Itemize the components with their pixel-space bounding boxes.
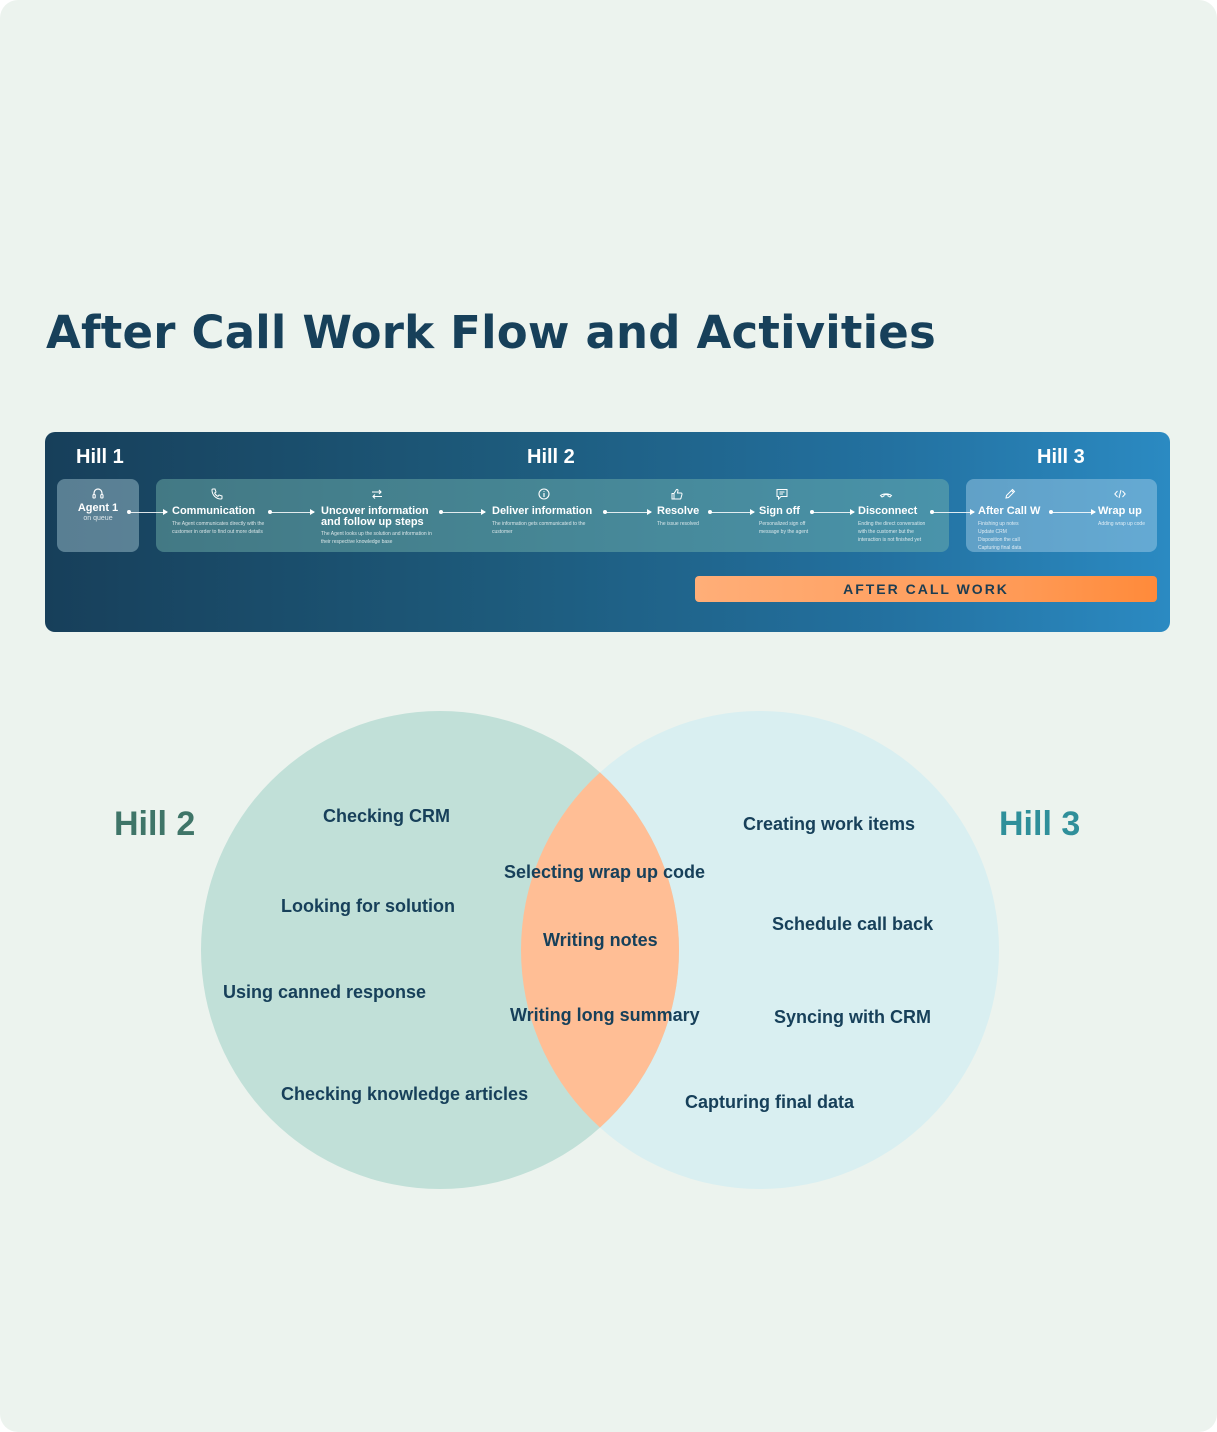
- flow-arrow: [603, 509, 652, 515]
- step-title: Wrap up: [1098, 505, 1142, 517]
- banner-hill-3-label: Hill 3: [1037, 446, 1085, 468]
- overlap-item: Writing long summary: [510, 1005, 700, 1025]
- step-title: Sign off: [759, 505, 800, 517]
- flow-arrow: [268, 509, 315, 515]
- step-desc: Personalized sign off message by the age…: [759, 521, 809, 535]
- flow-banner: Hill 1 Hill 2 Hill 3 Agent 1 on queue Co…: [45, 432, 1170, 632]
- flow-arrow: [930, 509, 975, 515]
- venn-hill-3-label: Hill 3: [999, 805, 1081, 843]
- flow-arrow: [439, 509, 486, 515]
- flow-arrow: [810, 509, 855, 515]
- step-desc: Ending the direct conversation with the …: [858, 521, 926, 543]
- step-agent: Agent 1 on queue: [75, 487, 121, 523]
- swap-icon: [370, 487, 384, 501]
- step-disconnect: Disconnect Ending the direct conversatio…: [858, 487, 926, 544]
- step-resolve: Resolve The issue resolved: [657, 487, 707, 528]
- overlap-region: [521, 711, 679, 1189]
- after-call-work-bar: AFTER CALL WORK: [695, 576, 1157, 602]
- flow-arrow: [708, 509, 755, 515]
- step-desc: The issue resolved: [657, 521, 699, 527]
- hill-3-item: Schedule call back: [772, 914, 934, 934]
- thumbs-up-icon: [670, 487, 684, 501]
- banner-hill-2-label: Hill 2: [527, 446, 575, 468]
- hill-2-group: [156, 479, 949, 552]
- phone-icon: [210, 487, 224, 501]
- step-title: Communication: [172, 505, 256, 517]
- step-desc: The Agent looks up the solution and info…: [321, 531, 432, 545]
- step-title: Disconnect: [858, 505, 918, 517]
- step-wrap-up: Wrap up Adding wrap up code: [1098, 487, 1153, 528]
- step-deliver-information: Deliver information The information gets…: [492, 487, 592, 536]
- info-icon: [537, 487, 551, 501]
- hill-2-item: Checking knowledge articles: [281, 1084, 529, 1104]
- step-title: Agent 1: [77, 502, 119, 514]
- step-desc: Finishing up notes Update CRM Dispositio…: [978, 521, 1022, 551]
- pencil-icon: [1003, 487, 1017, 501]
- step-desc: Adding wrap up code: [1098, 521, 1145, 527]
- hill-3-item: Creating work items: [743, 814, 916, 834]
- hill-3-item: Syncing with CRM: [774, 1007, 931, 1027]
- hill-1-group: [57, 479, 139, 552]
- flow-arrow: [1049, 509, 1096, 515]
- step-title: After Call W: [978, 505, 1041, 517]
- code-icon: [1113, 487, 1127, 501]
- step-uncover-information: Uncover information and follow up steps …: [321, 487, 441, 546]
- venn-hill-2-label: Hill 2: [114, 805, 196, 843]
- hill-2-item: Looking for solution: [281, 896, 455, 916]
- hang-up-icon: [879, 487, 893, 501]
- step-sign-off: Sign off Personalized sign off message b…: [759, 487, 814, 536]
- step-after-call-work: After Call W Finishing up notes Update C…: [978, 487, 1040, 552]
- flow-arrow: [127, 509, 168, 515]
- hill-2-item: Checking CRM: [323, 806, 451, 826]
- step-title: Deliver information: [492, 505, 593, 517]
- hill-3-group: [966, 479, 1157, 552]
- hill-3-item: Capturing final data: [685, 1092, 855, 1112]
- page-title: After Call Work Flow and Activities: [46, 306, 936, 359]
- headset-icon: [91, 487, 105, 501]
- overlap-item: Selecting wrap up code: [504, 862, 706, 882]
- banner-hill-1-label: Hill 1: [76, 446, 124, 468]
- step-desc: The Agent communicates directly with the…: [172, 521, 265, 535]
- step-title: Uncover information and follow up steps: [321, 505, 429, 528]
- message-icon: [775, 487, 789, 501]
- hill-2-item: Using canned response: [223, 982, 427, 1002]
- step-communication: Communication The Agent communicates dir…: [172, 487, 267, 536]
- step-desc: The information gets communicated to the…: [492, 521, 586, 535]
- overlap-item: Writing notes: [543, 930, 658, 950]
- step-desc: on queue: [83, 515, 113, 522]
- step-title: Resolve: [657, 505, 700, 517]
